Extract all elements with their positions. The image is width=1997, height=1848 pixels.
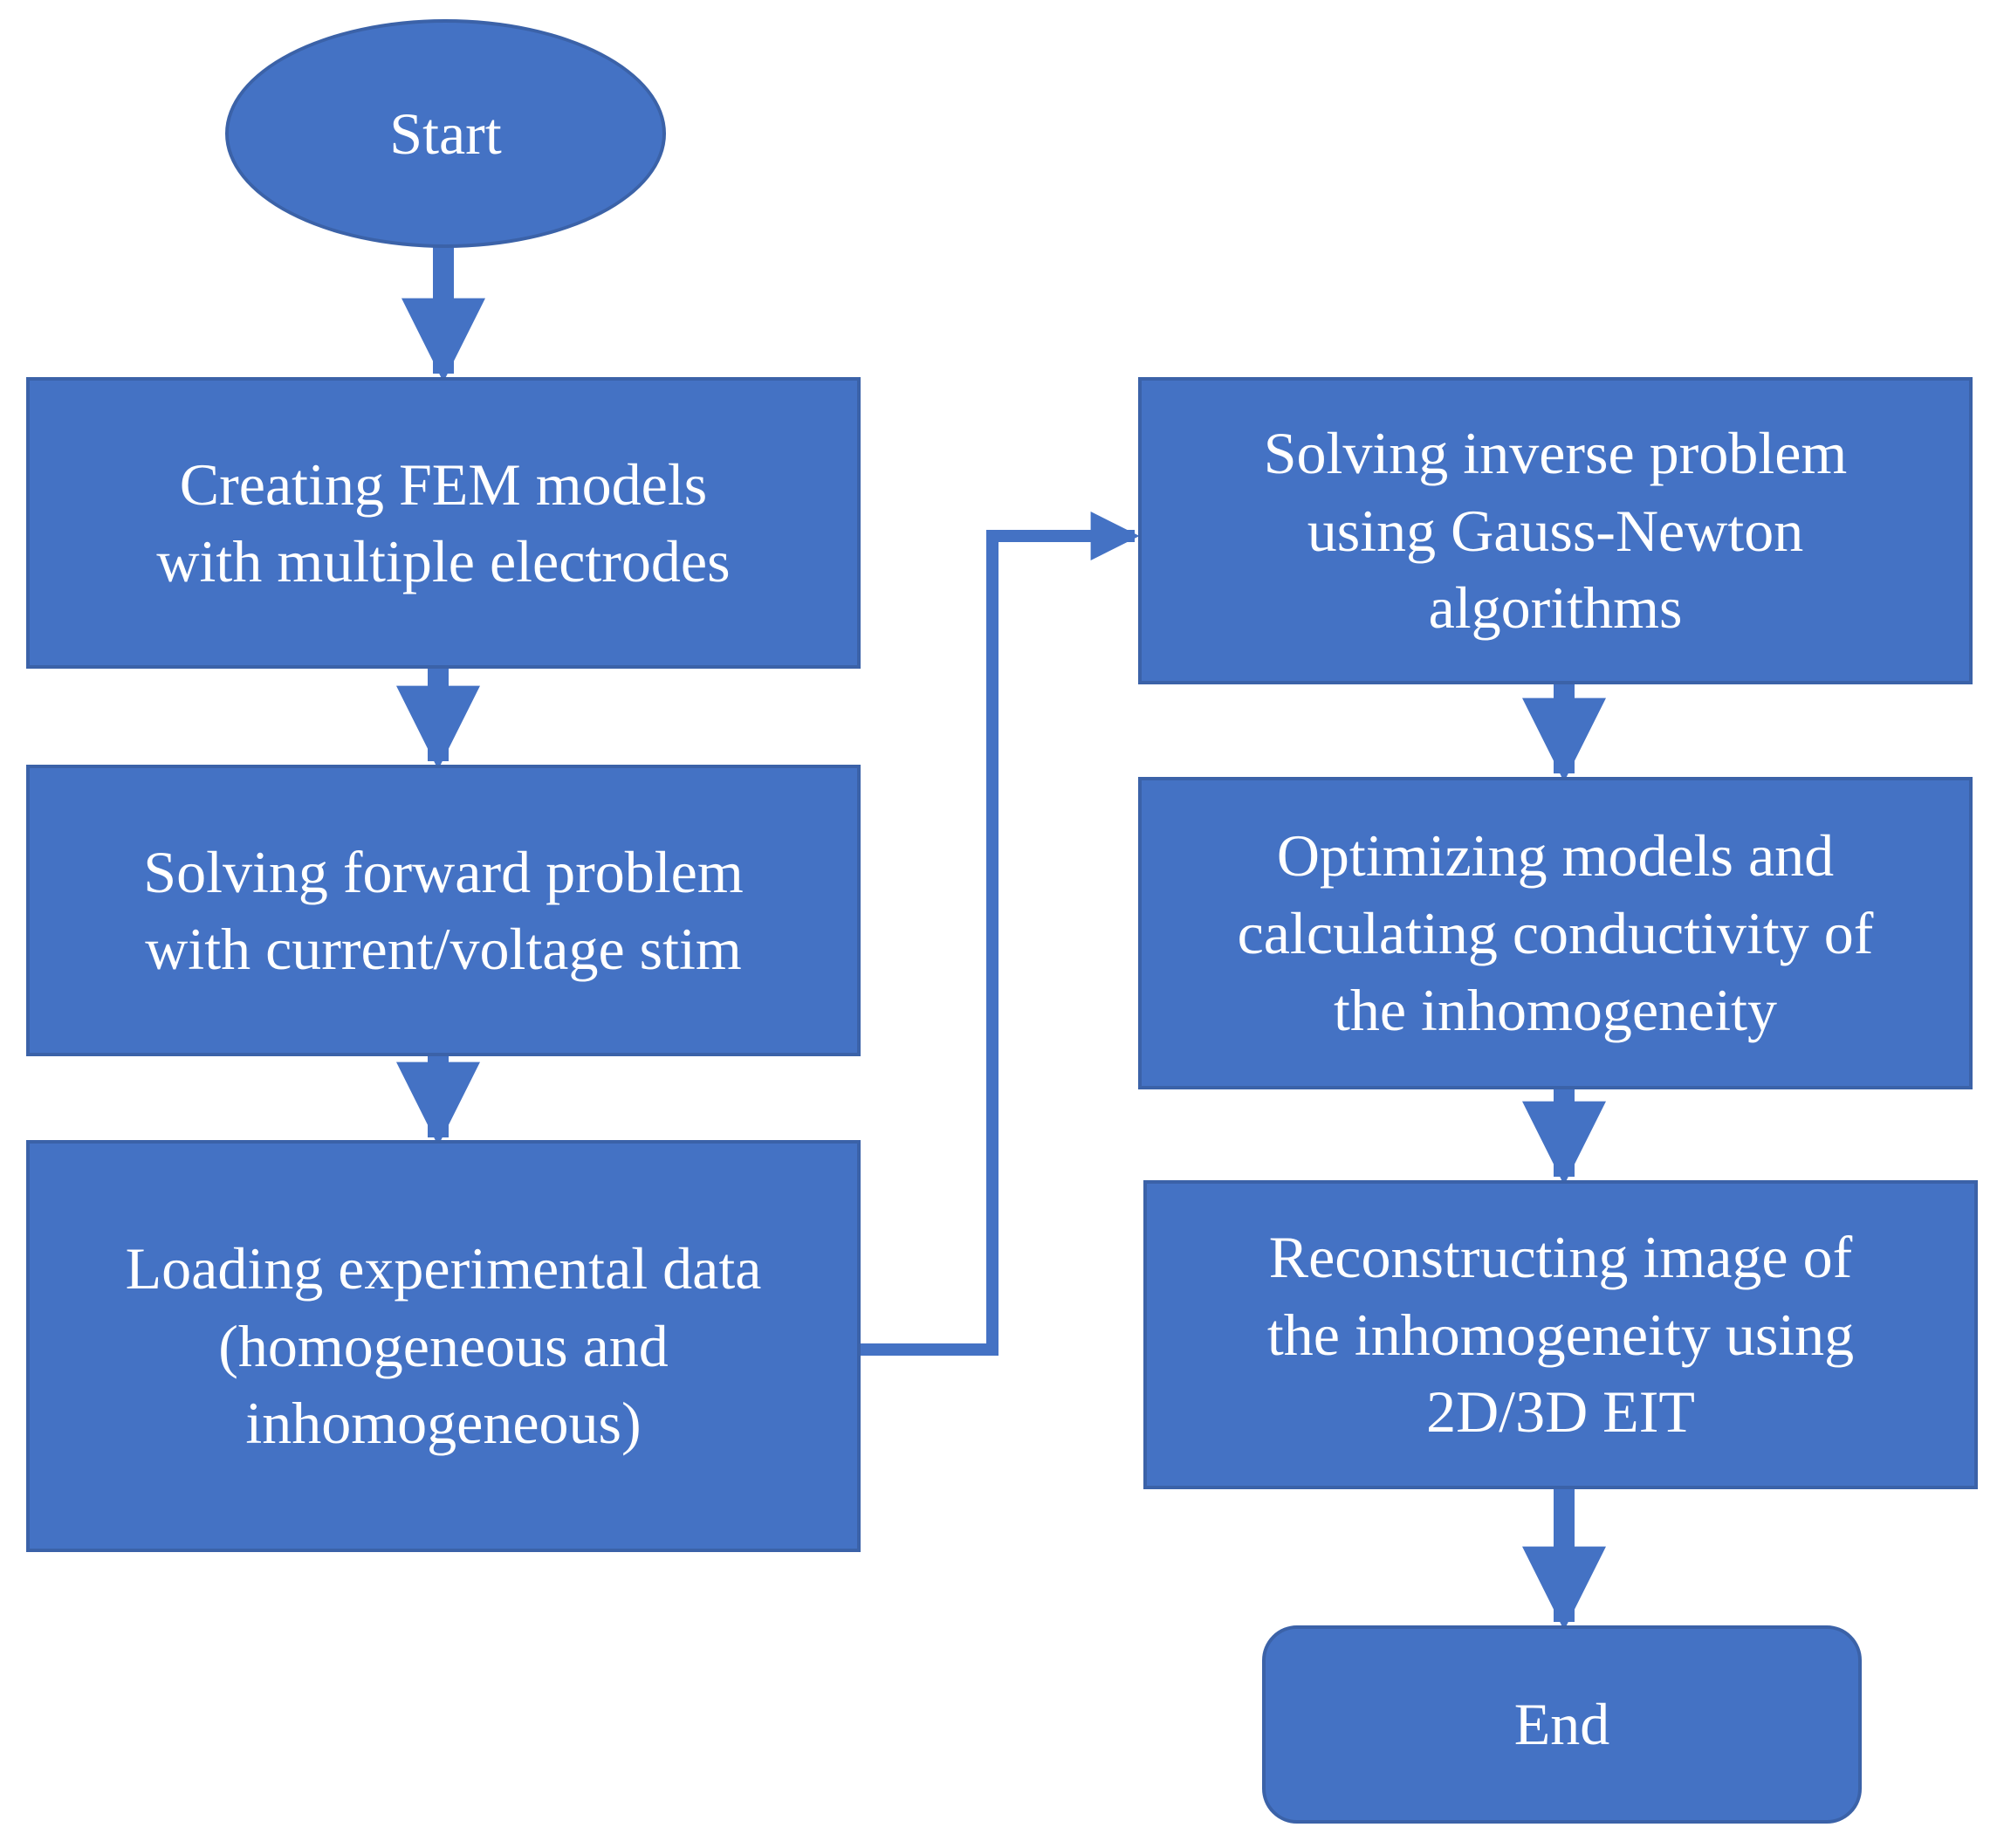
- step-reconstruct-image-label: Reconstructing image of the inhomogeneit…: [1266, 1224, 1855, 1446]
- step-solve-forward-problem: Solving forward problem with current/vol…: [26, 765, 861, 1056]
- step-optimize-models: Optimizing models and calculating conduc…: [1138, 777, 1973, 1089]
- step-solve-inverse-problem-label: Solving inverse problem using Gauss-Newt…: [1263, 420, 1848, 642]
- start-node: Start: [225, 19, 666, 248]
- end-label: End: [1513, 1691, 1610, 1758]
- step-create-fem-models-label: Creating FEM models with multiple electr…: [156, 450, 731, 594]
- step-solve-inverse-problem: Solving inverse problem using Gauss-Newt…: [1138, 377, 1973, 684]
- step-load-experimental-data-label: Loading experimental data (homogeneous a…: [125, 1235, 762, 1457]
- end-node: End: [1262, 1625, 1862, 1824]
- step-solve-forward-problem-label: Solving forward problem with current/vol…: [143, 838, 744, 982]
- step-optimize-models-label: Optimizing models and calculating conduc…: [1237, 822, 1874, 1044]
- step-reconstruct-image: Reconstructing image of the inhomogeneit…: [1143, 1180, 1978, 1489]
- start-label: Start: [389, 100, 502, 167]
- step-load-experimental-data: Loading experimental data (homogeneous a…: [26, 1140, 861, 1552]
- step-create-fem-models: Creating FEM models with multiple electr…: [26, 377, 861, 669]
- arrow-step3-to-step4: [859, 512, 1140, 1356]
